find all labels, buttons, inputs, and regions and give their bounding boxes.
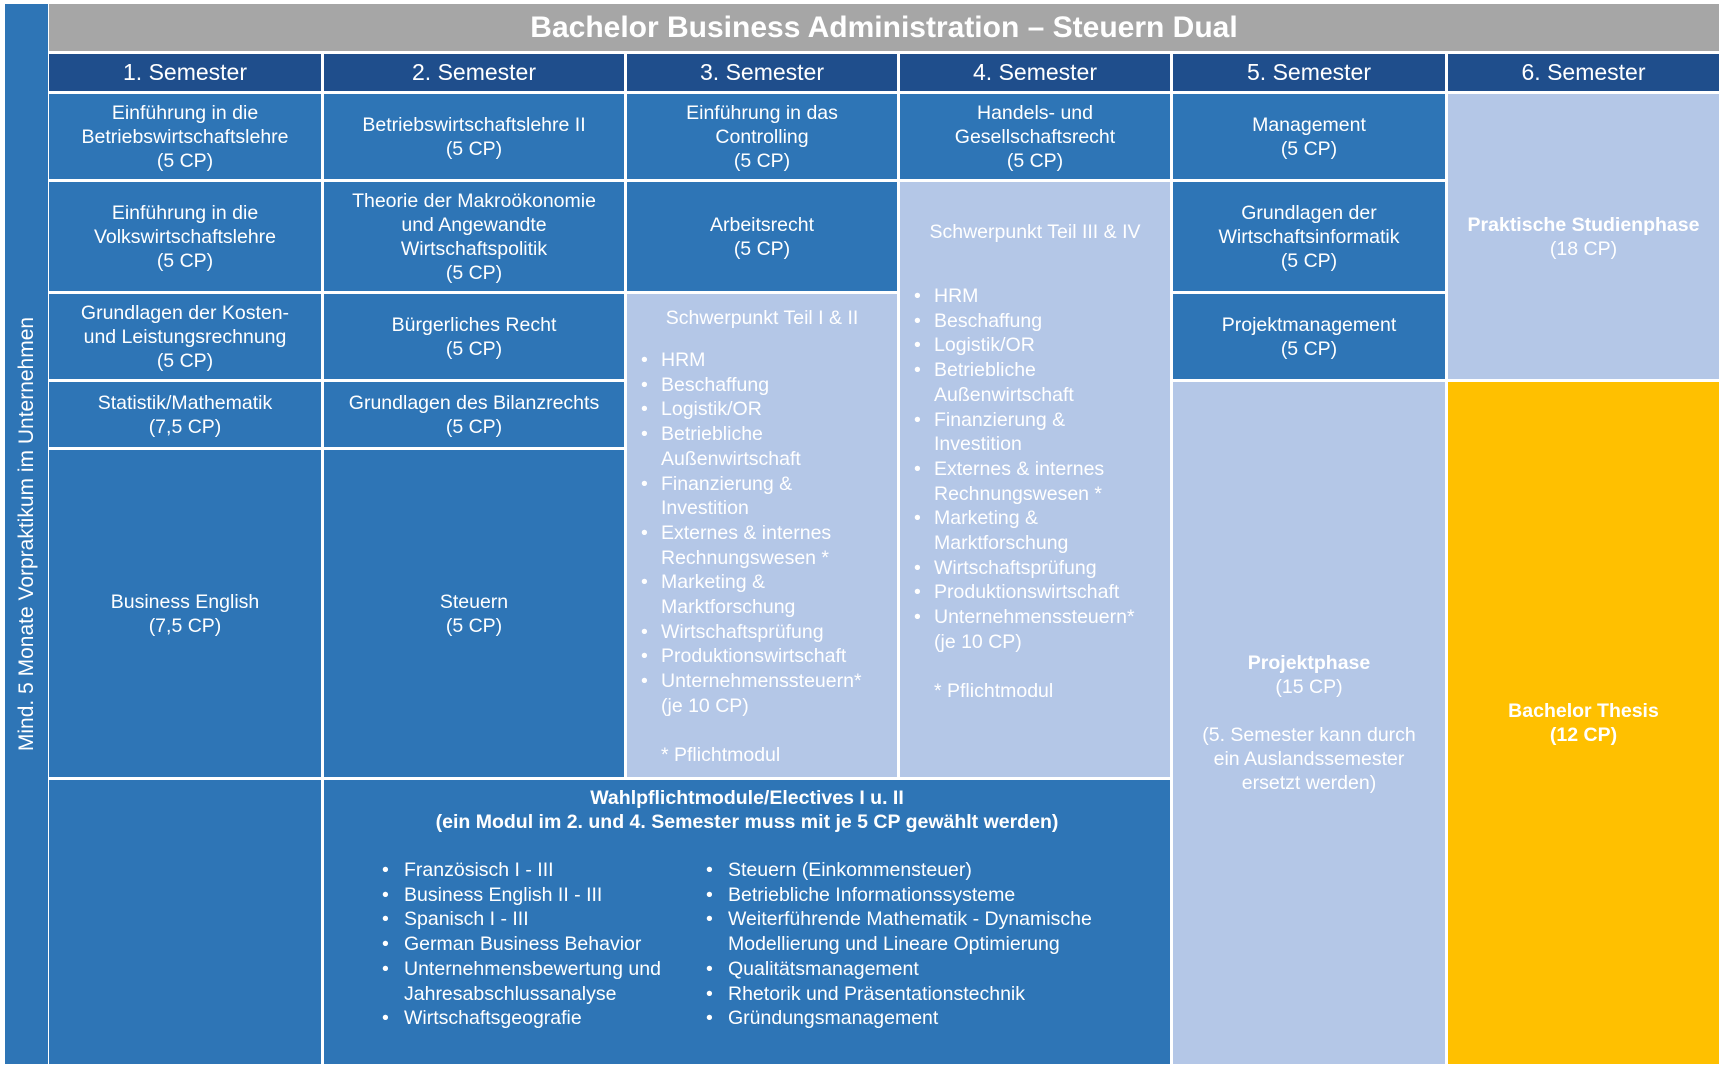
bachelor-thesis: Bachelor Thesis (12 CP) — [1448, 382, 1719, 1064]
module-projektmanagement: Projektmanagement (5 CP) — [1173, 294, 1445, 379]
list-item: Betriebliche Informationssysteme — [704, 883, 1144, 908]
wahlpflicht-list-left: Französisch I - III Business English II … — [380, 858, 680, 1031]
module-steuern: Steuern (5 CP) — [324, 450, 624, 777]
list-item: Wirtschaftsprüfung — [637, 620, 887, 645]
list-item: Qualitätsmanagement — [704, 957, 1144, 982]
semester-header-2: 2. Semester — [324, 54, 624, 91]
schwerpunkt-1-list: HRM Beschaffung Logistik/OR Betriebliche… — [637, 348, 887, 719]
schwerpunkt-teil-3-4: Schwerpunkt Teil III & IV HRM Beschaffun… — [900, 182, 1170, 777]
list-item: HRM — [910, 284, 1160, 309]
list-item: Externes & internes Rechnungswesen * — [910, 457, 1160, 506]
list-item: Rhetorik und Präsentationstechnik — [704, 982, 1144, 1007]
module-bwl-2: Betriebswirtschaftslehre II (5 CP) — [324, 94, 624, 179]
module-wirtschaftsinformatik: Grundlagen der Wirtschaftsinformatik (5 … — [1173, 182, 1445, 291]
module-arbeitsrecht: Arbeitsrecht (5 CP) — [627, 182, 897, 291]
page-title: Bachelor Business Administration – Steue… — [49, 4, 1719, 51]
praxis-cp: (18 CP) — [1549, 237, 1618, 260]
list-item: Marketing & Marktforschung — [910, 506, 1160, 555]
list-item: Wirtschaftsgeografie — [380, 1006, 680, 1031]
list-item: Produktionswirtschaft — [637, 644, 887, 669]
list-item: Beschaffung — [910, 309, 1160, 334]
semester-header-6: 6. Semester — [1448, 54, 1719, 91]
list-item: German Business Behavior — [380, 932, 680, 957]
list-item: Finanzierung & Investition — [637, 472, 887, 521]
sidebar-text: Mind. 5 Monate Vorpraktikum im Unternehm… — [14, 316, 38, 752]
praxis-title: Praktische Studienphase — [1467, 213, 1700, 236]
list-item: Betriebliche Außenwirtschaft — [637, 422, 887, 471]
list-item: Finanzierung & Investition — [910, 408, 1160, 457]
semester-header-4: 4. Semester — [900, 54, 1170, 91]
module-makrooekonomie: Theorie der Makroökonomie und Angewandte… — [324, 182, 624, 291]
semester-header-5: 5. Semester — [1173, 54, 1445, 91]
list-item: HRM — [637, 348, 887, 373]
list-item: Beschaffung — [637, 373, 887, 398]
schwerpunkt-teil-1-2: Schwerpunkt Teil I & II HRM Beschaffung … — [627, 294, 897, 777]
module-business-english: Business English (7,5 CP) — [49, 450, 321, 777]
module-einfuehrung-bwl: Einführung in die Betriebswirtschaftsleh… — [49, 94, 321, 179]
module-kostenrechnung: Grundlagen der Kosten- und Leistungsrech… — [49, 294, 321, 379]
list-item: Marketing & Marktforschung — [637, 570, 887, 619]
list-item: Spanisch I - III — [380, 907, 680, 932]
list-item: Externes & internes Rechnungswesen * — [637, 521, 887, 570]
list-item: Unternehmensbewertung und Jahresabschlus… — [380, 957, 680, 1006]
schwerpunkt-1-note: * Pflichtmodul — [661, 743, 781, 766]
thesis-title: Bachelor Thesis — [1508, 700, 1659, 722]
module-bilanzrecht: Grundlagen des Bilanzrechts (5 CP) — [324, 382, 624, 447]
list-item: Gründungsmanagement — [704, 1006, 1144, 1031]
schwerpunkt-1-title: Schwerpunkt Teil I & II — [665, 307, 859, 329]
sidebar-prerequisite: Mind. 5 Monate Vorpraktikum im Unternehm… — [5, 4, 48, 1064]
empty-cell-semester-1 — [49, 780, 321, 1064]
schwerpunkt-2-note: * Pflichtmodul — [934, 679, 1054, 702]
list-item: Französisch I - III — [380, 858, 680, 883]
list-item: Business English II - III — [380, 883, 680, 908]
semester-header-1: 1. Semester — [49, 54, 321, 91]
projektphase: Projektphase (15 CP) (5. Semester kann d… — [1173, 382, 1445, 1064]
module-handelsrecht: Handels- und Gesellschaftsrecht (5 CP) — [900, 94, 1170, 179]
schwerpunkt-2-list: HRM Beschaffung Logistik/OR Betriebliche… — [910, 284, 1160, 655]
module-einfuehrung-vwl: Einführung in die Volkswirtschaftslehre … — [49, 182, 321, 291]
list-item: Logistik/OR — [637, 397, 887, 422]
projektphase-cp: (15 CP) — [1275, 676, 1343, 698]
wahlpflicht-list-right: Steuern (Einkommensteuer) Betriebliche I… — [704, 858, 1144, 1031]
projektphase-title: Projektphase — [1247, 652, 1371, 674]
list-item: Steuern (Einkommensteuer) — [704, 858, 1144, 883]
list-item: Unternehmenssteuern* (je 10 CP) — [637, 669, 887, 718]
projektphase-note: (5. Semester kann durch ein Auslandsseme… — [1202, 724, 1416, 794]
module-statistik: Statistik/Mathematik (7,5 CP) — [49, 382, 321, 447]
list-item: Logistik/OR — [910, 333, 1160, 358]
list-item: Weiterführende Mathematik - Dynamische M… — [704, 907, 1144, 956]
module-buergerliches-recht: Bürgerliches Recht (5 CP) — [324, 294, 624, 379]
praktische-studienphase: Praktische Studienphase (18 CP) — [1448, 94, 1719, 379]
module-management: Management (5 CP) — [1173, 94, 1445, 179]
list-item: Unternehmenssteuern* (je 10 CP) — [910, 605, 1160, 654]
list-item: Betriebliche Außenwirtschaft — [910, 358, 1160, 407]
list-item: Produktionswirtschaft — [910, 580, 1160, 605]
thesis-cp: (12 CP) — [1549, 724, 1618, 746]
semester-header-3: 3. Semester — [627, 54, 897, 91]
list-item: Wirtschaftsprüfung — [910, 556, 1160, 581]
wahlpflicht-title: Wahlpflichtmodule/Electives I u. II (ein… — [435, 787, 1059, 833]
module-controlling: Einführung in das Controlling (5 CP) — [627, 94, 897, 179]
wahlpflichtmodule: Wahlpflichtmodule/Electives I u. II (ein… — [324, 780, 1170, 1064]
schwerpunkt-2-title: Schwerpunkt Teil III & IV — [929, 221, 1141, 243]
